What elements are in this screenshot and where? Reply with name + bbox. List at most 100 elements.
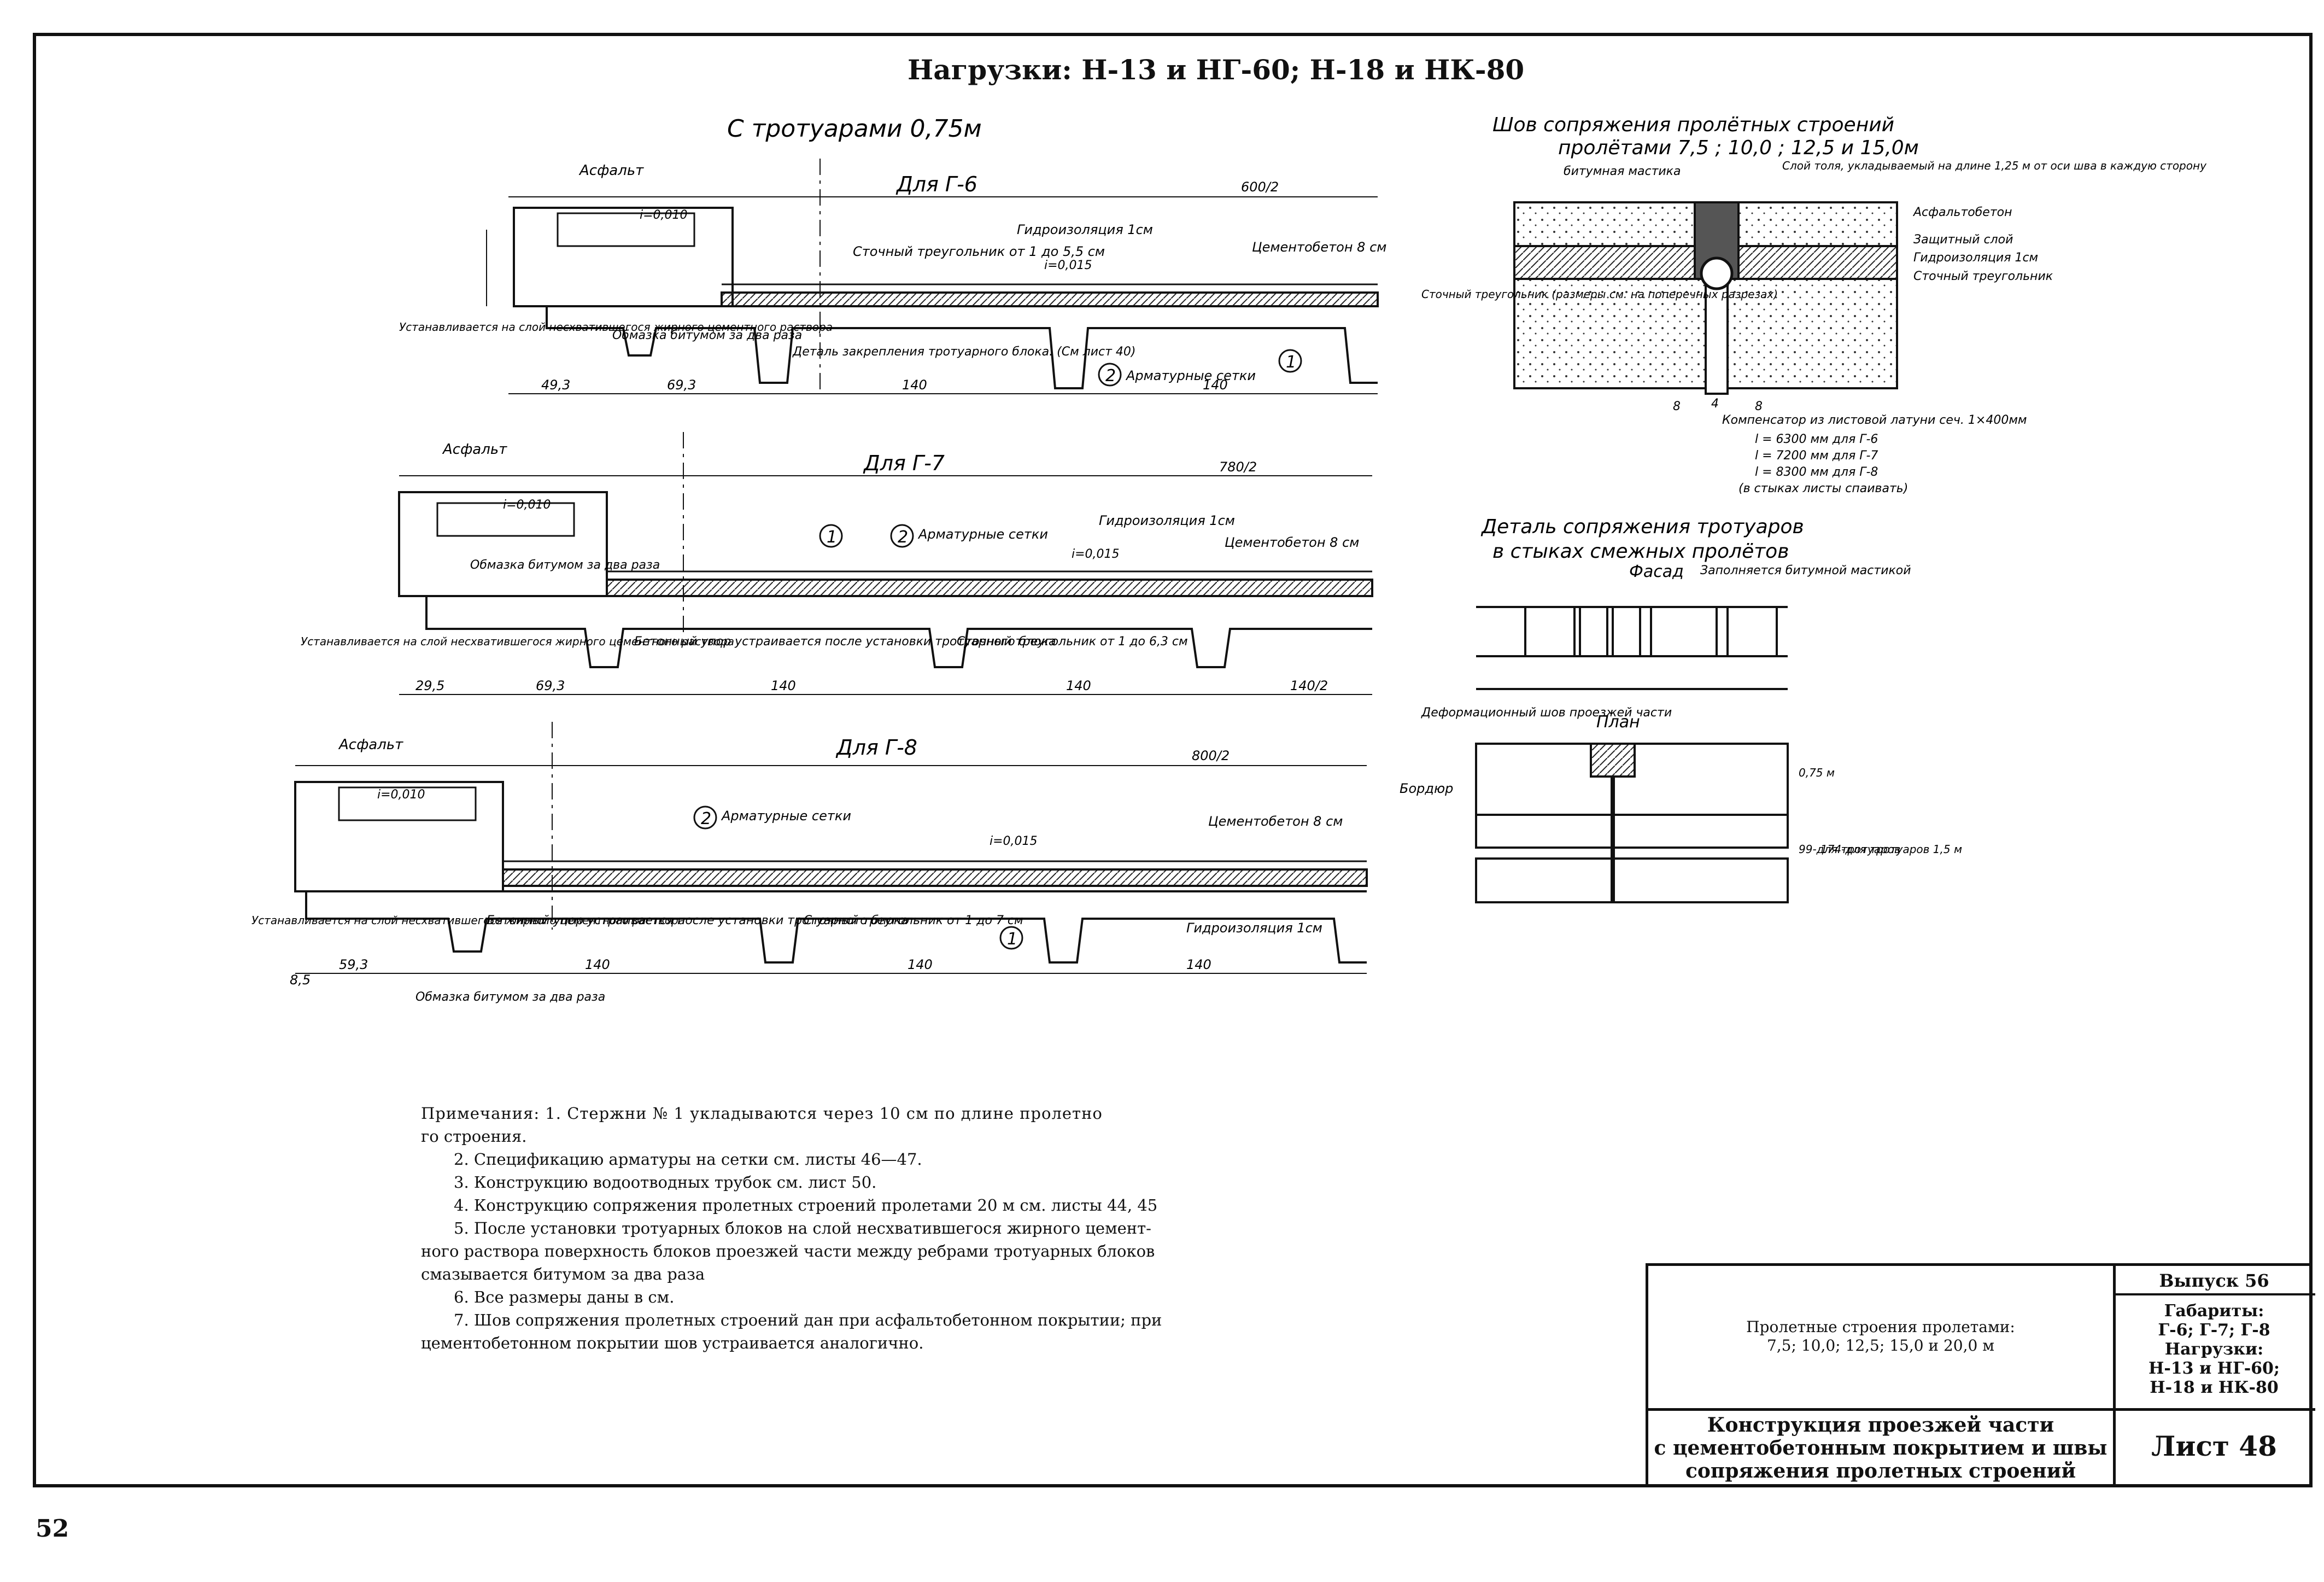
plan-label: План	[1596, 713, 1640, 732]
joint-dim-4: 4	[1711, 397, 1719, 411]
sidewalk-note-2: 99-для тротуаров	[1799, 843, 1901, 856]
g7-heading: Для Г-7	[863, 451, 945, 475]
g8-bitumen: Обмазка битумом за два раза	[415, 990, 605, 1004]
g6-bitumen: Обмазка битумом за два раза	[612, 329, 802, 342]
note-line: го строения.	[421, 1127, 527, 1146]
g8-dim-59: 59,3	[339, 957, 368, 972]
joint-waterproof: Гидроизоляция 1см	[1913, 251, 2038, 265]
g7-dim-780: 780/2	[1219, 459, 1257, 475]
stamp-title-2: с цементобетонным покрытием и швы	[1654, 1437, 2108, 1460]
g7-dim-29: 29,5	[415, 678, 444, 693]
curb-label: Бордюр	[1400, 781, 1453, 796]
page-title: Нагрузки: Н-13 и НГ-60; Н-18 и НК-80	[908, 54, 1525, 86]
g8-slope-small: i=0,010	[377, 788, 425, 802]
g6-slope-small: i=0,010	[640, 208, 688, 222]
note-line: 7. Шов сопряжения пролетных строений дан…	[454, 1311, 1162, 1329]
joint-title-2: пролётами 7,5 ; 10,0 ; 12,5 и 15,0м	[1558, 137, 1919, 159]
g7-circle-1: 1	[827, 528, 837, 547]
note-line: 6. Все размеры даны в см.	[454, 1288, 675, 1306]
g8-slope: i=0,015	[990, 834, 1038, 848]
g7-dim-140b: 140	[1066, 678, 1091, 693]
g7-circle-2: 2	[898, 528, 908, 547]
joint-dim-8a: 8	[1673, 400, 1681, 413]
g6-cement: Цементобетон 8 см	[1252, 240, 1386, 255]
joint-drain: Сточный треугольник	[1913, 270, 2053, 283]
stamp-gabarity-value: Г-6; Г-7; Г-8	[2158, 1321, 2270, 1340]
g6-rebar: Арматурные сетки	[1125, 368, 1256, 383]
facade-drawing	[1476, 606, 1788, 690]
joint-protect: Защитный слой	[1913, 233, 2013, 247]
sidewalk-title: С тротуарами 0,75м	[727, 115, 982, 143]
facade-label: Фасад	[1629, 562, 1684, 581]
stamp-spans: Пролетные строения пролетами: 7,5; 10,0;…	[1648, 1318, 2113, 1355]
stamp-gabarity: Габариты: Г-6; Г-7; Г-8 Нагрузки: Н-13 и…	[2113, 1301, 2315, 1397]
g8-rebar: Арматурные сетки	[721, 808, 851, 824]
stamp-title-1: Конструкция проезжей части	[1707, 1414, 2054, 1437]
g6-drain-triangle: Сточный треугольник от 1 до 5,5 см	[853, 244, 1105, 259]
stamp-gabarity-label: Габариты:	[2164, 1301, 2264, 1321]
g8-heading: Для Г-8	[835, 735, 917, 760]
g6-circle-2: 2	[1105, 366, 1116, 386]
g8-cement: Цементобетон 8 см	[1208, 814, 1343, 829]
page-number: 52	[36, 1515, 69, 1543]
g7-slope: i=0,015	[1072, 547, 1120, 561]
g8-dim-140a: 140	[585, 957, 610, 972]
g8-drain-triangle: Сточный треугольник от 1 до 7 см	[804, 914, 1023, 927]
g7-laid-on: Устанавливается на слой несхватившегося …	[301, 635, 734, 648]
g6-dim-140b: 140	[1203, 377, 1228, 393]
g8-asphalt: Асфальт	[338, 737, 403, 753]
stamp-title: Конструкция проезжей части с цементобето…	[1648, 1414, 2113, 1482]
g6-heading: Для Г-6	[895, 172, 977, 196]
g6-laid-on: Устанавливается на слой несхватившегося …	[399, 320, 833, 334]
g7-dim-140a: 140	[771, 678, 796, 693]
g8-circle-1: 1	[1007, 930, 1017, 949]
stamp-sheet: Лист 48	[2151, 1430, 2277, 1462]
comp-5: (в стыках листы спаивать)	[1738, 482, 1908, 495]
g6-dim-69: 69,3	[667, 377, 696, 393]
note-line: Примечания: 1. Стержни № 1 укладываются …	[421, 1104, 1103, 1123]
plan-drawing	[1475, 743, 1789, 903]
note-line: цементобетонном покрытии шов устраиваетс…	[421, 1334, 924, 1352]
joint-detail	[1513, 201, 1898, 395]
g7-bitumen: Обмазка битумом за два раза	[470, 558, 660, 572]
sidewalk-detail-2: в стыках смежных пролётов	[1492, 540, 1789, 563]
g8-dim-140b: 140	[908, 957, 933, 972]
g7-drain-triangle: Сточный треугольник от 1 до 6,3 см	[957, 635, 1188, 649]
g6-asphalt: Асфальт	[578, 162, 644, 179]
filled-mastic: Заполняется битумной мастикой	[1700, 564, 1911, 577]
comp-3: l = 7200 мм для Г-7	[1755, 449, 1878, 463]
g7-section	[398, 432, 1373, 695]
drawing-frame	[33, 33, 2313, 1487]
note-line: 3. Конструкцию водоотводных трубок см. л…	[454, 1173, 877, 1192]
joint-title-1: Шов сопряжения пролётных строений	[1492, 114, 1894, 136]
comp-1: Компенсатор из листовой латуни сеч. 1×40…	[1722, 413, 2027, 427]
g7-concrete-stop: Бетонный упор устраивается после установ…	[634, 635, 1056, 649]
g8-concrete-stop: Бетонный упор устраивается после установ…	[487, 914, 909, 927]
joint-tol: Слой толя, укладываемый на длине 1,25 м …	[1782, 159, 2207, 172]
g8-dim-800: 800/2	[1192, 748, 1230, 763]
note-line: 4. Конструкцию сопряжения пролетных стро…	[454, 1196, 1158, 1215]
deform-joint: Деформационный шов проезжей части	[1421, 706, 1672, 720]
g8-dim-8: 8,5	[290, 972, 311, 988]
g6-slope: i=0,015	[1044, 259, 1092, 272]
stamp-title-3: сопряжения пролетных строений	[1685, 1460, 2076, 1482]
g7-slope-small: i=0,010	[503, 498, 551, 512]
stamp-spans-2: 7,5; 10,0; 12,5; 15,0 и 20,0 м	[1766, 1336, 1995, 1355]
g7-asphalt: Асфальт	[442, 441, 507, 458]
title-block: Выпуск 56 Габариты: Г-6; Г-7; Г-8 Нагруз…	[1646, 1263, 2315, 1487]
comp-2: l = 6300 мм для Г-6	[1755, 433, 1878, 446]
g6-dim-49: 49,3	[541, 377, 570, 393]
g6-dim-140a: 140	[902, 377, 927, 393]
joint-dim-8b: 8	[1755, 400, 1763, 413]
sidewalk-note-1: 0,75 м	[1799, 766, 1835, 779]
g7-dim-140c: 140/2	[1290, 678, 1328, 693]
g7-cement: Цементобетон 8 см	[1225, 535, 1359, 550]
joint-mastic: битумная мастика	[1564, 165, 1681, 178]
stamp-loads-2: Н-18 и НК-80	[2150, 1378, 2279, 1397]
note-line: 2. Спецификацию арматуры на сетки см. ли…	[454, 1150, 922, 1169]
g6-section	[486, 159, 1379, 394]
g8-laid-on: Устанавливается на слой несхватившегося …	[251, 914, 685, 927]
note-line: 5. После установки тротуарных блоков на …	[454, 1219, 1151, 1237]
comp-4: l = 8300 мм для Г-8	[1755, 465, 1878, 479]
